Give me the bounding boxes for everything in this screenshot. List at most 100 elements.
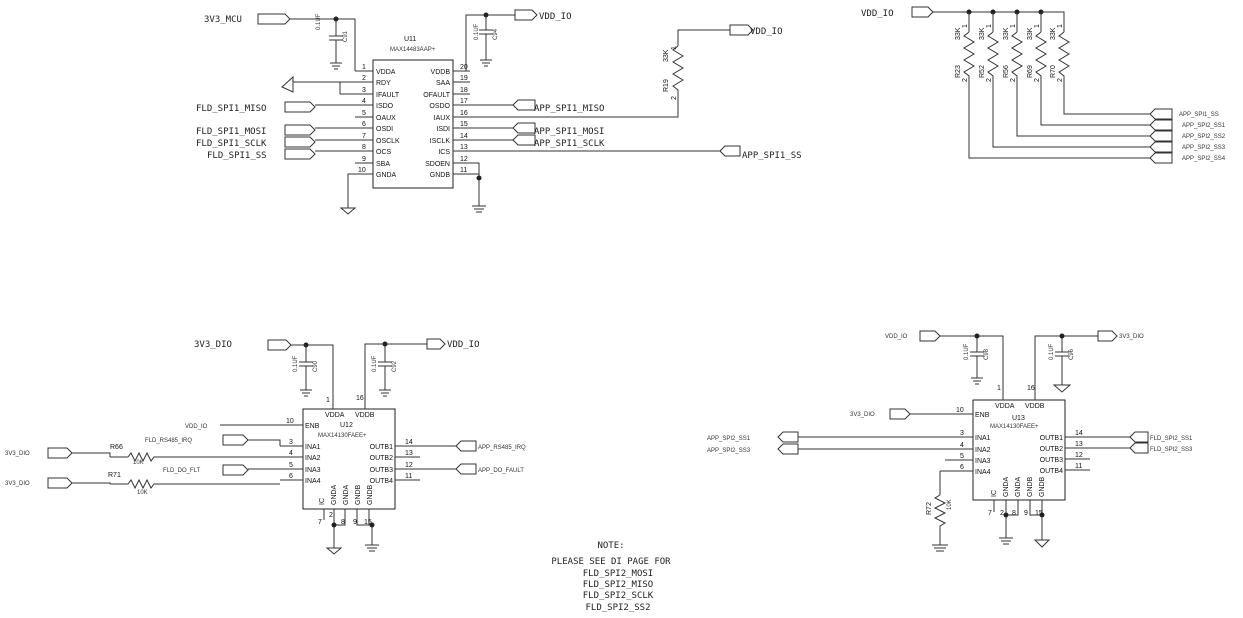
port-app-spi1-ss <box>719 145 741 157</box>
u12-pin-name: GNDB <box>367 484 374 505</box>
u11-right-pins: VDDB SAA OFAULT OSDO IAUX ISDI ISCLK ICS… <box>423 64 468 179</box>
r71-ref: R71 <box>108 472 121 479</box>
port-app-spi1-sclk <box>512 134 536 146</box>
port-app-spi1-miso-label: APP_SPI1_MISO <box>534 104 604 114</box>
c91-value: 0.1UF <box>316 13 322 30</box>
u13-body <box>972 399 1066 501</box>
u12-pin-vddb: VDDB <box>355 412 375 419</box>
port-fld-spi1-mosi <box>284 124 316 136</box>
u12-block: U12 MAX14130FAEE+ VDDA VDDB 1 16 3V3_DIO… <box>5 338 526 555</box>
r19-p2: 2 <box>671 96 678 100</box>
u12-pin-num: 11 <box>405 473 412 480</box>
u11-pin-name: ISCLK <box>430 138 451 145</box>
u11-block: U11 MAX14483AAP+ VDDA RDY IFAULT ISDO OA… <box>196 9 802 215</box>
port-app-spi1-mosi <box>512 122 536 134</box>
port-app-spi1-ss-r: APP_SPI1_SS <box>1179 112 1219 118</box>
u13-pin-name: GNDB <box>1039 476 1046 497</box>
port-fld-rs485-irq <box>222 434 249 446</box>
r52-value: 33K <box>979 27 986 40</box>
u13-part: MAX14130FAEE+ <box>990 424 1039 430</box>
note-line: FLD_SPI2_MISO <box>583 580 653 590</box>
u13-pin-num: 7 <box>988 510 992 517</box>
port-vdd-io-u13-label: VDD_IO <box>885 334 908 340</box>
u12-pin-name: OUTB3 <box>370 467 393 474</box>
port-3v3-dio-r66 <box>47 447 111 459</box>
c96-value: 0.1UF <box>1049 343 1055 360</box>
u13-pin-num: 9 <box>1024 510 1028 517</box>
u12-part: MAX14130FAEE+ <box>318 433 367 439</box>
u13-pin-num: 5 <box>960 453 964 460</box>
u13-block: U13 MAX14130FAEE+ VDDA VDDB 1 16 VDD_IO … <box>707 330 1193 552</box>
u13-pin-name: GNDB <box>1027 476 1034 497</box>
r56-p1: 1 <box>1010 24 1017 28</box>
r56-p2: 2 <box>1010 78 1017 82</box>
u11-body <box>372 59 454 189</box>
u13-pin-vddb: VDDB <box>1025 403 1045 410</box>
u12-pin-num: 3 <box>289 439 293 446</box>
u13-num-vdda: 1 <box>997 385 1001 392</box>
u11-pin-num: 4 <box>362 98 366 105</box>
port-3v3-dio-u13 <box>1097 330 1118 342</box>
r19-value: 33K <box>663 49 670 62</box>
u13-pin-num: 12 <box>1075 452 1083 459</box>
u11-pin-name: OFAULT <box>423 92 450 99</box>
u13-pin-num: 10 <box>956 407 964 414</box>
port-app-spi2-ss4-r: APP_SPI2_SS4 <box>1182 156 1226 162</box>
u12-pin-num: 10 <box>286 418 294 425</box>
r52-p1: 1 <box>986 24 993 28</box>
port-fld-spi1-sclk-label: FLD_SPI1_SCLK <box>196 139 267 149</box>
u11-pin-name: GNDA <box>376 172 397 179</box>
u13-pin-num: 13 <box>1075 441 1083 448</box>
u12-pin-num: 5 <box>289 462 293 469</box>
port-fld-spi2-ss3 <box>1129 442 1149 454</box>
pullup-bank: VDD_IO R70 33K 1 2 R69 33K 1 2 R56 33K 1… <box>861 6 1226 164</box>
u12-pin-name: INA1 <box>305 444 321 451</box>
u13-ref: U13 <box>1012 415 1025 422</box>
port-fld-do-flt-label: FLD_DO_FLT <box>163 468 201 474</box>
port-app-spi2-ss3-in <box>777 443 799 455</box>
u11-pin-num: 8 <box>362 144 366 151</box>
port-vdd-io-enb-label: VDD_IO <box>185 424 208 430</box>
u12-pin-name: INA3 <box>305 467 321 474</box>
port-3v3-dio-u12 <box>267 339 292 351</box>
u12-pin-num: 7 <box>318 519 322 526</box>
u12-pin-num: 14 <box>405 439 413 446</box>
u11-pin-name: GNDB <box>430 172 451 179</box>
note-title: NOTE: <box>597 541 624 551</box>
r23-p1: 1 <box>962 24 969 28</box>
port-app-spi1-sclk-label: APP_SPI1_SCLK <box>534 139 605 149</box>
r72-ref: R72 <box>926 502 933 515</box>
note-block: NOTE: PLEASE SEE DI PAGE FOR FLD_SPI2_MO… <box>551 541 671 613</box>
u13-num-vddb: 16 <box>1027 385 1035 392</box>
port-app-spi1-miso <box>512 99 536 111</box>
u12-pin-name: IC <box>319 498 326 505</box>
u12-pin-name: GNDA <box>343 484 350 505</box>
u12-pin-num: 12 <box>405 462 413 469</box>
u12-pin-vdda: VDDA <box>325 412 345 419</box>
port-app-spi1-mosi-label: APP_SPI1_MOSI <box>534 127 604 137</box>
port-vdd-io-u13 <box>919 330 941 342</box>
r69-p2: 2 <box>1034 78 1041 82</box>
u11-pin-name: SAA <box>436 80 450 87</box>
u13-pin-name: OUTB1 <box>1040 435 1063 442</box>
port-vdd-io-r19 <box>729 24 754 36</box>
u11-pin-name: OAUX <box>376 115 396 122</box>
u12-pin-num: 6 <box>289 473 293 480</box>
port-app-spi2-ss1-in-label: APP_SPI2_SS1 <box>707 436 751 442</box>
u13-pin-num: 14 <box>1075 430 1083 437</box>
u12-pin-name: OUTB4 <box>370 478 393 485</box>
port-vdd-io-top <box>514 9 538 21</box>
u13-pin-name: OUTB3 <box>1040 457 1063 464</box>
u12-pin-num: 9 <box>353 519 357 526</box>
r23-p2: 2 <box>962 78 969 82</box>
u13-pin-num: 4 <box>960 442 964 449</box>
port-3v3-dio-r71 <box>47 477 111 489</box>
u11-pin-num: 18 <box>460 87 468 94</box>
u12-pin-name: INA4 <box>305 478 321 485</box>
u12-pin-name: INA2 <box>305 455 321 462</box>
port-vdd-io-u12 <box>426 338 446 350</box>
r52-p2: 2 <box>986 78 993 82</box>
u12-ref: U12 <box>340 422 353 429</box>
port-app-rs485-irq <box>455 440 477 452</box>
c94-ref: C94 <box>493 28 499 40</box>
